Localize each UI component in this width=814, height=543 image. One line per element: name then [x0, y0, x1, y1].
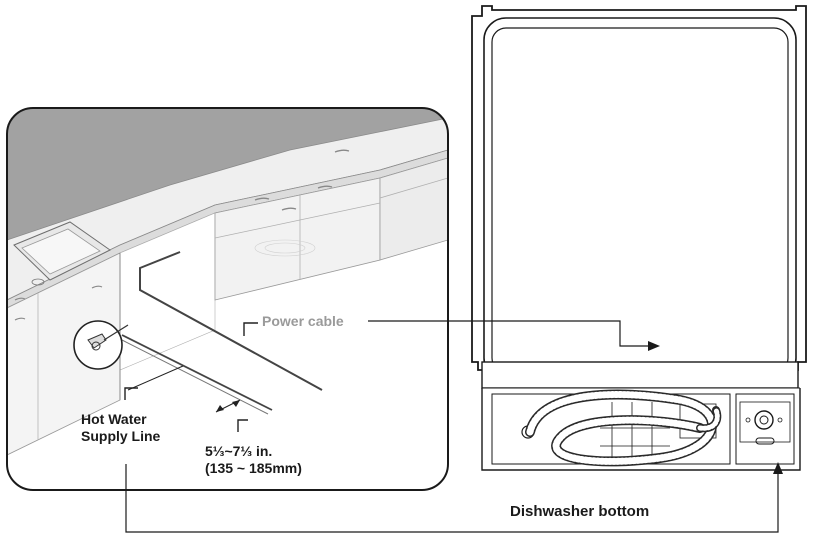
dishwasher-bottom-label: Dishwasher bottom: [510, 503, 650, 520]
hot-water-supply-label: Hot Water Supply Line: [81, 411, 160, 445]
dimension-inches: 5⅓~7⅓ in.: [205, 443, 273, 459]
power-cable-label: Power cable: [262, 313, 344, 329]
dimension-label: 5⅓~7⅓ in. (135 ~ 185mm): [205, 443, 302, 477]
hot-water-label-line2: Supply Line: [81, 428, 161, 444]
hot-water-line: [121, 334, 273, 411]
water-inlet-connector: [754, 410, 774, 430]
dishwasher-back-view: [471, 5, 807, 471]
drain-hose: [525, 389, 722, 467]
hot-water-arrow: [125, 462, 783, 533]
cabinet-inset: [7, 108, 448, 490]
hot-water-label-line1: Hot Water: [81, 411, 147, 427]
base-panel: [481, 361, 799, 389]
power-cable-arrow: [368, 320, 660, 351]
dimension-mm: (135 ~ 185mm): [205, 460, 302, 476]
back-wall: [7, 108, 448, 240]
inset-frame: [6, 107, 449, 491]
